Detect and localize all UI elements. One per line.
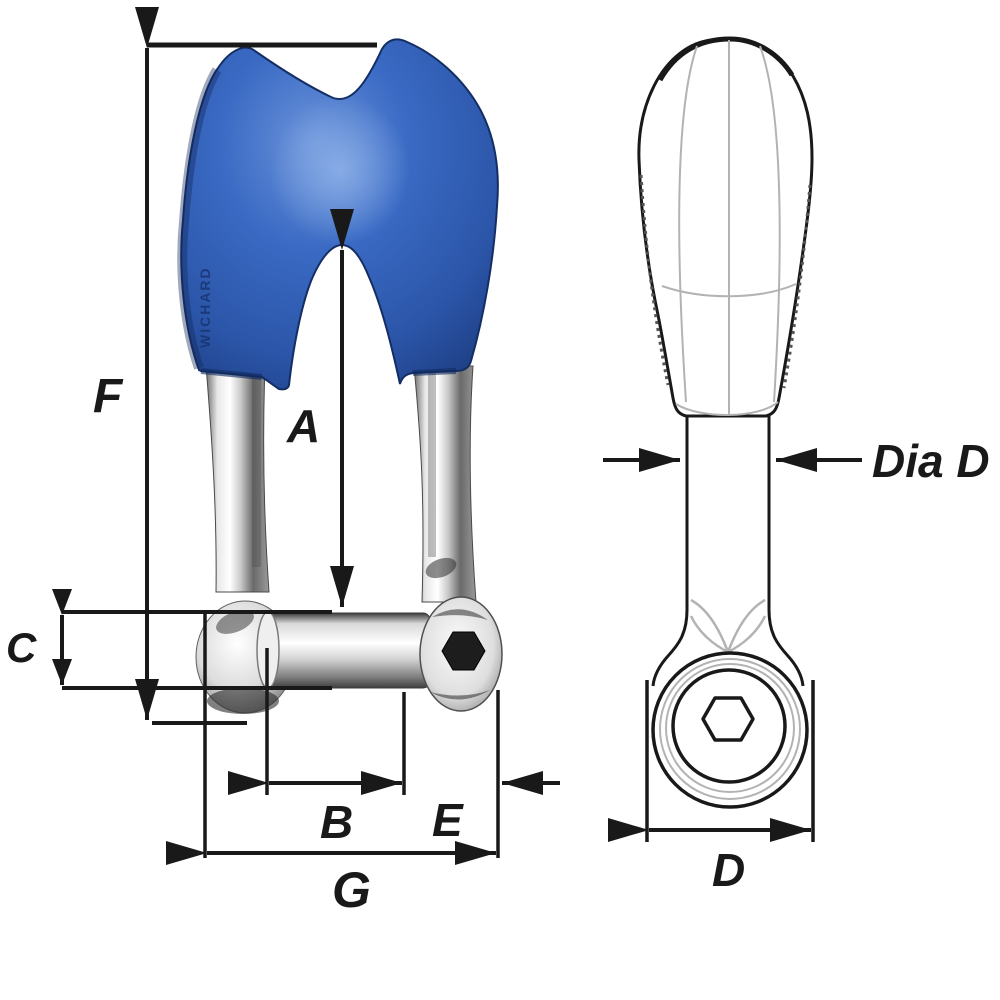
dim-c-label: C bbox=[6, 624, 37, 671]
clevis-pin bbox=[261, 612, 431, 689]
strap-right-edge bbox=[767, 416, 805, 687]
strap-fillet-right bbox=[725, 598, 767, 655]
shackle-left-leg bbox=[205, 365, 270, 593]
right-leg-dark-mark bbox=[425, 557, 457, 579]
pin-head-top-shadow bbox=[432, 609, 488, 620]
front-view: WICHARD F A C B E G bbox=[6, 7, 560, 918]
ball-top-shadow bbox=[216, 610, 254, 634]
hex-socket bbox=[441, 631, 486, 671]
dim-f-label: F bbox=[93, 370, 124, 423]
ball-bottom-shadow bbox=[207, 688, 279, 714]
thimble-sleeve-edge-left bbox=[200, 368, 263, 380]
eye-ring-gray-inner bbox=[665, 663, 795, 793]
dim-b-label: B bbox=[320, 796, 353, 848]
dim-diad-label: Dia D bbox=[872, 435, 990, 487]
bulb-wire-bottom bbox=[675, 401, 779, 416]
strap-fillet-left bbox=[689, 598, 731, 655]
front-view-dimensions bbox=[52, 7, 560, 865]
side-view: Dia D D bbox=[603, 36, 990, 896]
side-view-dimensions bbox=[603, 448, 862, 842]
bulb-wire-equator bbox=[661, 283, 797, 298]
bulb-wire-right bbox=[759, 45, 781, 403]
thimble-sleeve-edge-right bbox=[412, 368, 457, 376]
dim-d-label: D bbox=[712, 844, 745, 896]
dim-e-label: E bbox=[432, 794, 464, 846]
dim-a-label: A bbox=[286, 400, 320, 452]
bulb-serration-right bbox=[782, 184, 812, 389]
bulb-crown-accent bbox=[657, 36, 795, 82]
bulb-wire-left bbox=[678, 45, 698, 403]
dim-g-label: G bbox=[332, 862, 371, 918]
eye-ring-gray-outer bbox=[659, 658, 801, 800]
thimble-left-edge-shade bbox=[177, 67, 222, 370]
strap-left-edge bbox=[651, 416, 689, 687]
side-hex-socket bbox=[701, 696, 755, 742]
pin-head-bottom-shadow bbox=[430, 690, 490, 700]
bulb-wireframe bbox=[661, 40, 797, 416]
left-leg-shadow-streak bbox=[252, 372, 261, 567]
right-leg-shadow-streak bbox=[428, 372, 436, 557]
thimble-highlight bbox=[270, 95, 410, 245]
bulb-outline bbox=[637, 37, 814, 418]
brand-embossed-text: WICHARD bbox=[197, 266, 213, 348]
bulb-serration-left bbox=[639, 174, 670, 386]
